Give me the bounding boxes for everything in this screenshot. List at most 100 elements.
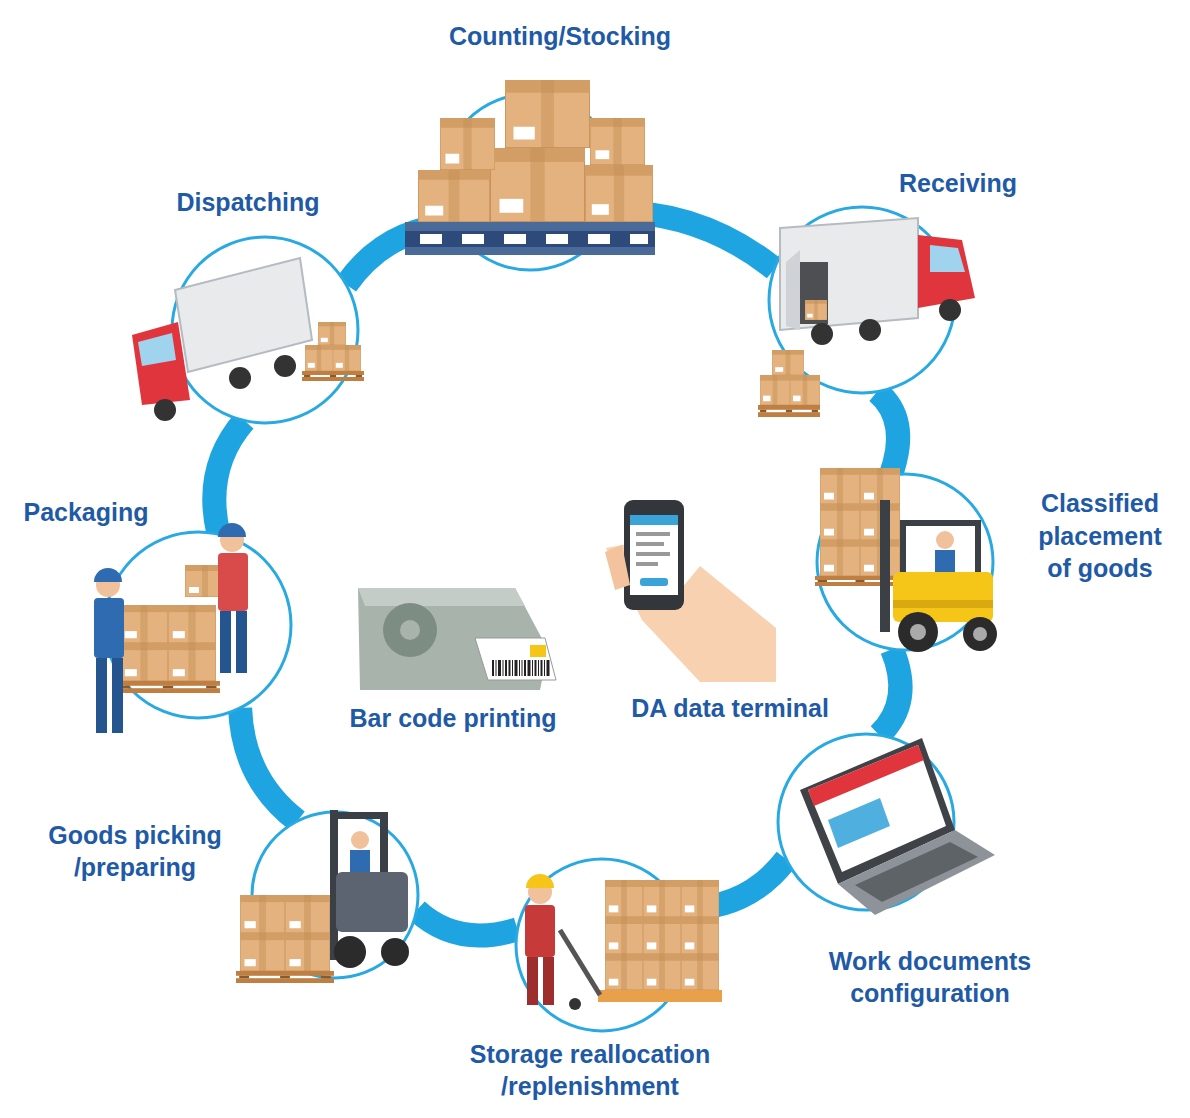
forklift-with-boxes-part xyxy=(936,531,954,549)
receiving-truck-part xyxy=(790,375,820,405)
forklift-with-boxes-part xyxy=(815,576,905,586)
boxes-on-pallet-part xyxy=(505,80,590,148)
forklift-with-boxes-part xyxy=(900,520,981,526)
receiving-truck-part xyxy=(918,235,975,308)
stage-label: Dispatching xyxy=(148,186,348,219)
receiving-truck-part xyxy=(859,319,881,341)
forklift-with-boxes-part xyxy=(900,525,906,575)
boxes-on-pallet-part xyxy=(405,222,655,231)
circle-outline xyxy=(250,810,420,980)
circle-shape xyxy=(252,812,418,978)
dispatching-truck xyxy=(132,258,364,421)
picking-forklift-part xyxy=(285,895,330,933)
boxes-on-pallet-part xyxy=(490,148,585,222)
forklift-with-boxes-part xyxy=(860,540,900,576)
circle-outline xyxy=(776,732,956,912)
receiving-truck xyxy=(758,218,975,417)
circle-shape xyxy=(769,207,955,393)
barcode-stripes-part xyxy=(522,660,523,676)
barcode-stripes-part xyxy=(492,660,494,676)
receiving-truck-part xyxy=(786,262,828,324)
picking-forklift-part xyxy=(330,812,388,819)
dispatching-truck-part xyxy=(154,399,176,421)
barcode-stripes-part xyxy=(541,660,543,676)
worker-with-pallet-jack-part xyxy=(643,954,681,990)
boxes-on-pallet-part xyxy=(405,231,655,247)
barcode-stripes-part xyxy=(519,660,520,676)
receiving-truck-part xyxy=(760,375,790,405)
dispatching-truck-part xyxy=(138,333,176,366)
worker-with-pallet-jack-part xyxy=(605,880,643,917)
hand-with-phone-part xyxy=(605,545,630,590)
stage-circle: Storage reallocation /replenishment xyxy=(514,857,690,1033)
dispatching-truck-part xyxy=(302,371,364,381)
dispatching-truck-part xyxy=(305,345,333,371)
stage-label: Work documents configuration xyxy=(805,945,1055,1010)
barcode-stripes-part xyxy=(535,660,537,676)
hand-with-phone-part xyxy=(624,500,684,610)
stage-circle: Dispatching xyxy=(170,235,360,425)
ring-segment xyxy=(214,421,244,535)
barcode-stripes-part xyxy=(547,660,550,676)
forklift-with-boxes-part xyxy=(860,504,900,540)
circle-outline xyxy=(514,857,690,1033)
circle-shape xyxy=(817,474,993,650)
barcode-printer-part xyxy=(358,588,525,606)
boxes-on-pallet-part xyxy=(504,234,526,244)
stage-label: Packaging xyxy=(1,496,171,529)
ring-segment xyxy=(346,225,453,285)
receiving-truck-part xyxy=(930,245,965,272)
circle-shape xyxy=(442,94,618,270)
packaging-workers-part xyxy=(236,611,247,673)
stage-circle: Classified placement of goods xyxy=(815,472,995,652)
laptop-part xyxy=(808,745,924,806)
forklift-with-boxes-part xyxy=(820,540,860,576)
center-label: DA data terminal xyxy=(600,692,860,725)
packaging-workers-part xyxy=(120,605,168,643)
worker-with-pallet-jack-part xyxy=(605,954,643,990)
barcode-stripes-part xyxy=(515,660,518,676)
forklift-with-boxes-part xyxy=(860,468,900,504)
barcode-printer-part xyxy=(400,620,420,640)
hand-with-phone-part xyxy=(606,540,776,682)
forklift-with-boxes-part xyxy=(963,617,997,651)
barcode-stripes-part xyxy=(538,660,539,676)
ring-segment xyxy=(879,649,900,735)
forklift-with-boxes-part xyxy=(893,572,993,622)
boxes-on-pallet-part xyxy=(440,118,495,170)
picking-forklift-part xyxy=(240,933,285,971)
receiving-truck-part xyxy=(939,299,961,321)
hand-with-phone-part xyxy=(630,515,678,595)
boxes-on-pallet-part xyxy=(420,234,442,244)
circle-shape xyxy=(778,734,954,910)
barcode-stripes-part xyxy=(512,660,513,676)
hand-with-phone-part xyxy=(640,578,668,586)
barcode-printer-part xyxy=(475,638,556,680)
barcode-stripes-part xyxy=(496,660,497,676)
stage-circle: Goods picking /preparing xyxy=(250,810,420,980)
ring-segment xyxy=(417,910,518,935)
worker-with-pallet-jack-part xyxy=(560,930,600,995)
boxes-on-pallet-part xyxy=(546,234,568,244)
worker-with-pallet-jack-part xyxy=(528,880,552,904)
stage-circle: Counting/Stocking xyxy=(440,92,620,272)
dispatching-truck-part xyxy=(274,355,296,377)
barcode-printer-part xyxy=(383,603,437,657)
worker-with-pallet-jack-part xyxy=(643,917,681,954)
receiving-truck-part xyxy=(805,300,827,320)
picking-forklift-part xyxy=(380,815,388,875)
packaging-workers-part xyxy=(218,553,248,611)
stage-label: Classified placement of goods xyxy=(1025,487,1175,585)
circle-shape xyxy=(105,532,291,718)
laptop xyxy=(800,738,995,915)
dispatching-truck-part xyxy=(132,322,190,405)
boxes-on-pallet xyxy=(405,80,655,255)
ring-segment xyxy=(877,392,898,475)
picking-forklift-part xyxy=(381,938,409,966)
packaging-workers-part xyxy=(185,565,225,597)
laptop-part xyxy=(838,830,995,915)
boxes-on-pallet-part xyxy=(418,170,490,222)
picking-forklift-part xyxy=(334,936,366,968)
receiving-truck-part xyxy=(780,218,918,330)
worker-with-pallet-jack-part xyxy=(681,954,719,990)
